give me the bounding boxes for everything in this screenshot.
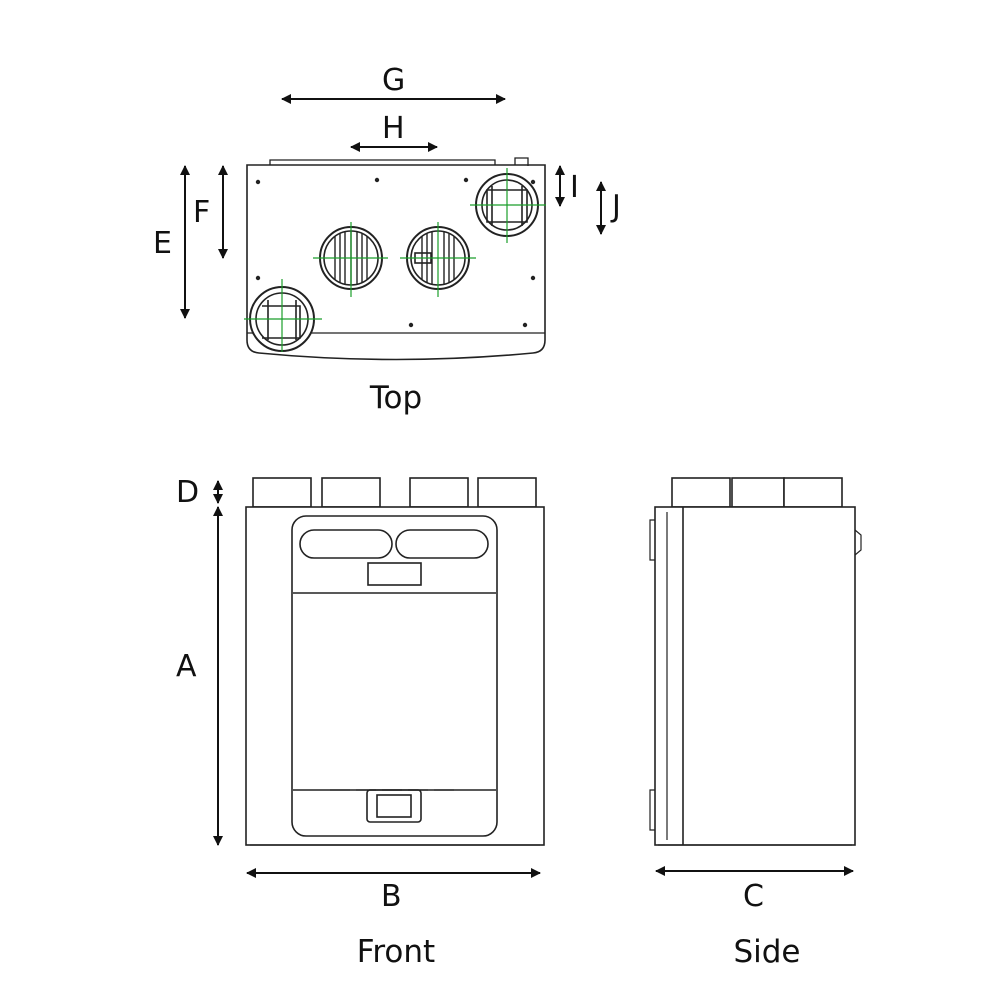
top-view-flange — [269, 159, 496, 165]
front-handle-right — [395, 529, 489, 559]
side-view-body — [654, 506, 856, 846]
caption-front: Front — [357, 934, 435, 970]
top-view-outline — [246, 164, 546, 361]
dimension-label-f: F — [193, 195, 210, 230]
dimension-label-b: B — [381, 879, 402, 914]
front-handle-left — [299, 529, 393, 559]
front-view-dimensions — [213, 480, 541, 878]
front-view — [245, 477, 545, 846]
front-display-window — [367, 562, 422, 586]
dimension-label-j: J — [610, 189, 621, 224]
top-view-dimensions — [180, 94, 606, 319]
dimension-label-c: C — [743, 879, 764, 914]
dimension-label-d: D — [176, 475, 199, 510]
side-view — [649, 477, 862, 846]
dimension-label-i: I — [570, 170, 579, 205]
dimension-label-a: A — [176, 649, 197, 684]
side-latch — [854, 529, 862, 556]
front-view-spigots — [252, 477, 537, 508]
front-control-button — [376, 794, 412, 818]
front-control-housing — [366, 789, 422, 823]
top-view-clip — [514, 157, 529, 166]
top-view — [244, 157, 546, 361]
dimension-label-e: E — [153, 226, 172, 261]
dimension-label-g: G — [382, 63, 405, 98]
side-view-spigots — [671, 477, 843, 508]
centerlines — [244, 168, 546, 352]
dimension-label-h: H — [382, 111, 405, 146]
caption-side: Side — [733, 934, 800, 970]
caption-top: Top — [369, 380, 422, 416]
front-door-panel — [291, 515, 498, 837]
